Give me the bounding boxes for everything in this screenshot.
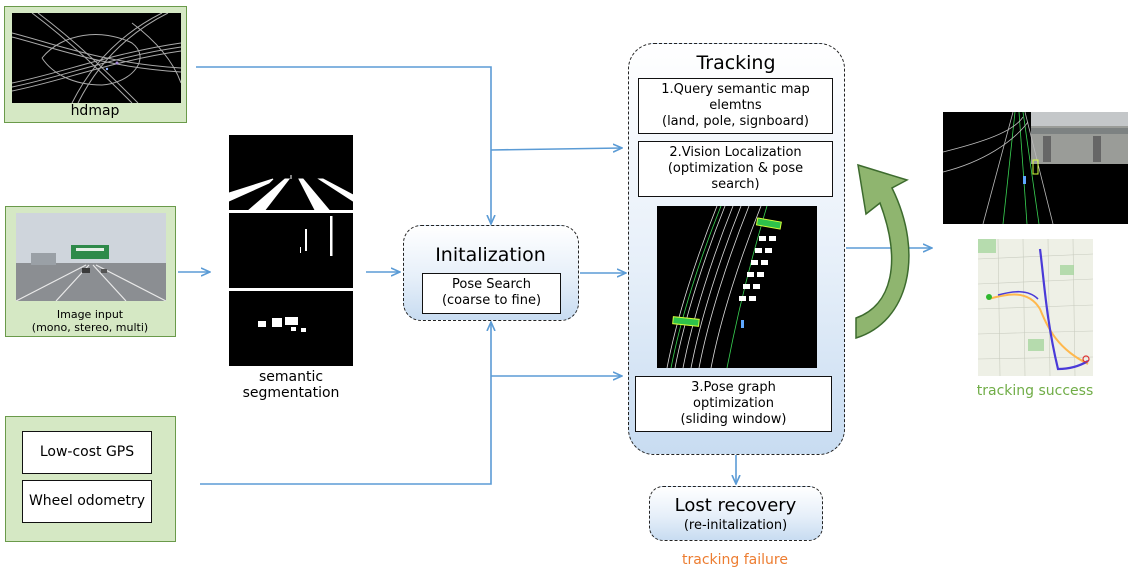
loop-arrow-icon [855, 163, 910, 340]
image-input-box: Image input (mono, stereo, multi) [5, 206, 176, 337]
seg-lane-image [229, 135, 353, 210]
camera-image [16, 213, 166, 301]
hdmap-label: hdmap [70, 103, 120, 119]
initialization-box: Initalization Pose Search (coarse to fin… [403, 225, 579, 321]
map-trajectory-image [978, 239, 1093, 376]
seg-signboard-image [229, 291, 353, 366]
tracking-step-pose-graph: 3.Pose graph optimization (sliding windo… [635, 376, 832, 432]
segmentation-label: semantic segmentation [242, 369, 340, 401]
tracking-step-localization: 2.Vision Localization (optimization & po… [638, 141, 833, 197]
image-input-label: Image input (mono, stereo, multi) [31, 308, 149, 334]
tracking-failure-label: tracking failure [682, 552, 788, 568]
sensor-input-box: Low-cost GPS Wheel odometry [5, 416, 176, 542]
tracking-success-label: tracking success [976, 383, 1094, 399]
tracking-output-image [943, 112, 1128, 224]
tracking-box: Tracking 1.Query semantic map elemtns (l… [628, 43, 845, 455]
tracking-title: Tracking [696, 52, 776, 74]
gps-box: Low-cost GPS [22, 431, 152, 474]
hdmap-image [12, 13, 181, 103]
odometry-box: Wheel odometry [22, 480, 152, 523]
pose-search-box: Pose Search (coarse to fine) [422, 273, 561, 314]
tracking-step-query: 1.Query semantic map elemtns (land, pole… [638, 78, 833, 134]
seg-pole-image [229, 213, 353, 288]
lost-recovery-subtitle: (re-initalization) [683, 518, 788, 533]
lost-recovery-title: Lost recovery [674, 495, 797, 516]
initialization-title: Initalization [435, 244, 546, 266]
hdmap-input-box: hdmap [4, 6, 187, 123]
localization-visualization [657, 206, 817, 368]
arrow-hdmap-to-tracking [490, 148, 622, 150]
lost-recovery-box: Lost recovery (re-initalization) [649, 486, 823, 541]
arrow-hdmap-to-init [196, 66, 491, 224]
